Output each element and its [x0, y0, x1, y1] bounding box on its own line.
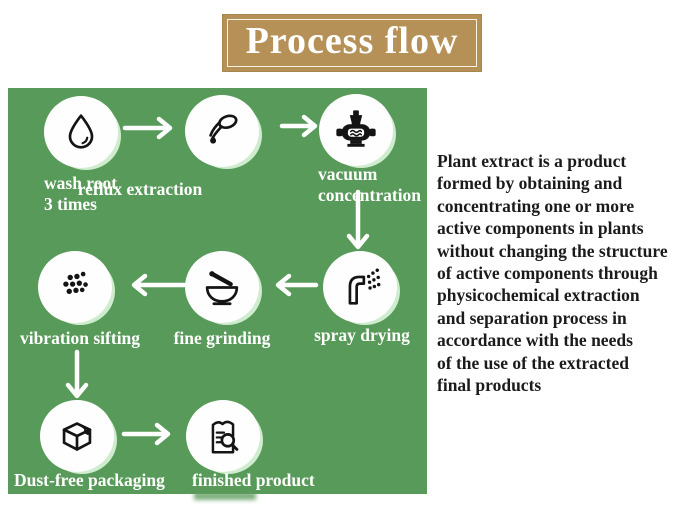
label-vacuum-concentration: vacuum concentration	[318, 164, 422, 206]
arrow-grinding-to-sifting	[131, 273, 187, 297]
step-finished-product	[186, 400, 260, 472]
arrow-packaging-to-finished	[121, 422, 171, 446]
flow-panel: wash root 3 times reflux extraction vacu…	[8, 88, 427, 500]
spray-nozzle-icon	[348, 268, 381, 305]
step-vacuum-concentration	[319, 94, 393, 166]
title-banner: Process flow	[222, 14, 482, 72]
flow-arrows	[65, 114, 370, 446]
mortar-pestle-icon	[205, 271, 239, 306]
step-wash-root	[44, 96, 118, 168]
step-fine-grinding	[185, 251, 259, 323]
title-inner-frame: Process flow	[227, 19, 477, 67]
description-text: Plant extract is a product formed by obt…	[437, 151, 668, 396]
arrow-wash-to-reflux	[122, 116, 173, 140]
powder-dots-icon	[63, 271, 88, 294]
arrow-sifting-to-packaging	[65, 349, 89, 399]
cropped-text-artifact	[194, 492, 256, 500]
water-drop-icon	[68, 114, 94, 149]
label-fine-grinding: fine grinding	[173, 328, 271, 348]
arrow-reflux-to-vacuum	[279, 114, 318, 138]
label-reflux-extraction: reflux extraction	[77, 179, 203, 199]
step-vibration-sifting	[38, 251, 112, 323]
spoon-drop-icon	[209, 114, 238, 144]
step-reflux-extraction	[185, 95, 259, 167]
label-dust-free-packaging: Dust-free packaging	[14, 470, 165, 490]
label-wash-root: wash root 3 times	[44, 173, 118, 215]
label-finished-product: finished product	[192, 470, 315, 490]
vacuum-machine-icon	[336, 110, 376, 147]
step-spray-drying	[323, 251, 397, 323]
document-magnifier-icon	[211, 420, 239, 454]
label-spray-drying: spray drying	[314, 325, 410, 345]
packing-box-icon	[62, 422, 92, 451]
arrow-spray-to-grinding	[275, 273, 319, 297]
step-dust-free-packaging	[40, 400, 114, 472]
arrow-vacuum-to-spray	[346, 189, 370, 250]
page-title: Process flow	[245, 20, 459, 62]
label-vibration-sifting: vibration sifting	[19, 328, 141, 348]
